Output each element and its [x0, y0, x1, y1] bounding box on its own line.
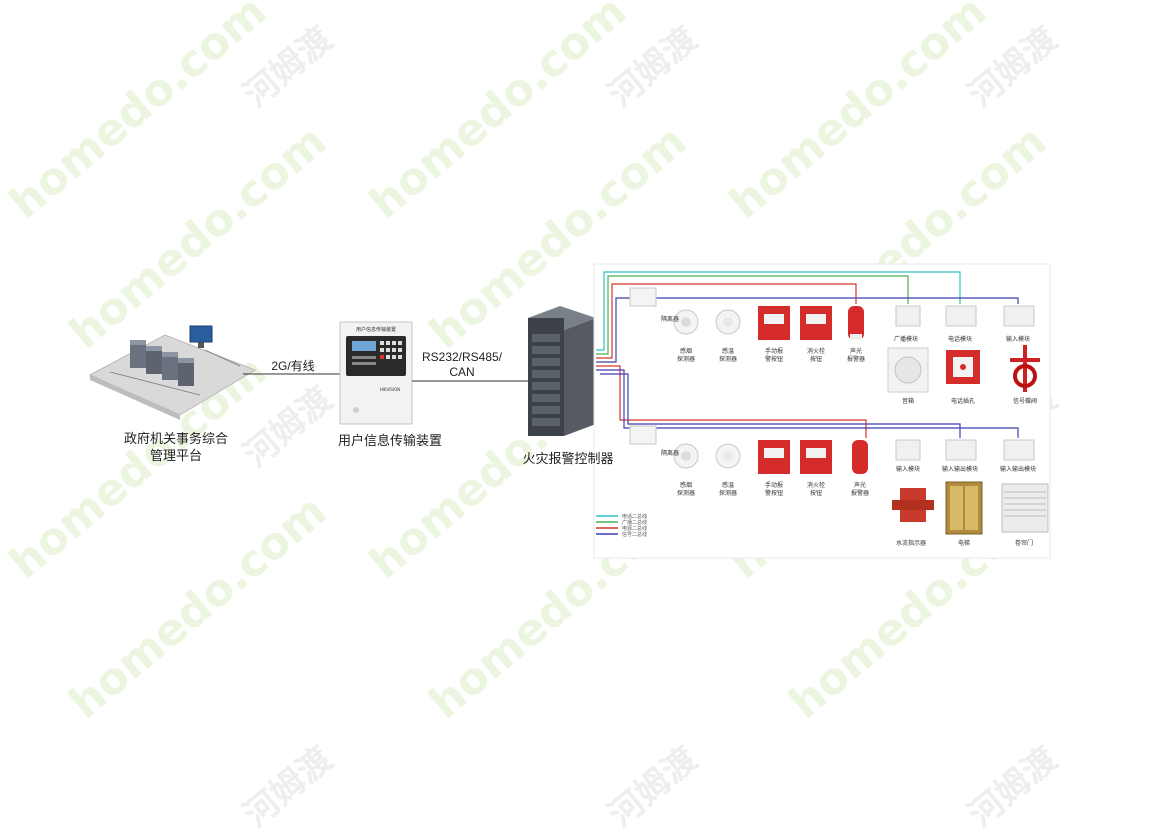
legend-item-3: 信号二总线 — [622, 532, 648, 538]
label-line: 声光 — [853, 482, 866, 489]
bottom-row-devices — [629, 425, 1049, 535]
platform-label: 政府机关事务综合 管理平台 — [96, 430, 256, 464]
label-line: 探测器 — [676, 356, 695, 363]
controller-label: 火灾报警控制器 — [522, 451, 614, 466]
bottom-output-label-0: 水流指示器 — [895, 540, 926, 547]
platform-label-line2: 管理平台 — [149, 448, 202, 463]
label-line: 感烟 — [679, 348, 692, 355]
transmitter-device — [339, 321, 413, 425]
bottom-device-label-4: 声光报警器 — [846, 482, 874, 498]
legend-item-2: 电源二总线 — [622, 526, 648, 532]
label-line: 探测器 — [676, 490, 695, 497]
bottom-device-label-0: 感烟探测器 — [672, 482, 700, 498]
label-line: 感温 — [721, 482, 734, 489]
platform-illustration — [88, 325, 257, 420]
label-line: 报警器 — [850, 490, 869, 497]
legend-item-1: 广播二总线 — [622, 520, 648, 526]
label-line: 按钮 — [809, 490, 822, 497]
bottom-device-label-3: 消火栓按钮 — [802, 482, 830, 498]
bus-lines — [596, 271, 1019, 438]
link2-label-line1: RS232/RS485/ — [421, 350, 503, 364]
label-line: 感烟 — [679, 482, 692, 489]
top-device-label-4: 声光报警器 — [842, 348, 870, 364]
top-module-label-1: 电话模块 — [947, 336, 972, 343]
top-row-devices — [629, 287, 1040, 393]
label-line: 报警器 — [846, 356, 865, 363]
controller-cabinet — [528, 306, 596, 436]
top-module-label-0: 广播模块 — [893, 336, 918, 343]
bottom-module-label-2: 输入输出模块 — [999, 466, 1036, 473]
top-device-label-3: 消火栓按钮 — [802, 348, 830, 364]
isolator-top — [629, 287, 657, 307]
top-output-label-0: 音箱 — [901, 398, 914, 405]
top-module-label-2: 输入模块 — [1005, 336, 1030, 343]
label-line: 按钮 — [809, 356, 822, 363]
top-device-label-2: 手动报警按钮 — [760, 348, 788, 364]
label-line: 声光 — [849, 348, 862, 355]
label-line: 手动报 — [764, 482, 783, 489]
label-line: 消火栓 — [806, 348, 825, 355]
label-line: 探测器 — [718, 356, 737, 363]
link1-label: 2G/有线 — [271, 359, 315, 373]
legend-item-0: 电话二总线 — [622, 514, 648, 520]
transmitter-brand: HIKVISION — [379, 387, 401, 392]
legend-swatches — [596, 515, 618, 535]
top-device-label-1: 感温探测器 — [714, 348, 742, 364]
label-line: 警按钮 — [764, 356, 783, 363]
bottom-output-label-1: 电梯 — [957, 540, 970, 547]
top-output-label-2: 信号蝶阀 — [1012, 398, 1037, 405]
top-output-label-1: 电话插孔 — [950, 398, 975, 405]
label-line: 手动报 — [764, 348, 783, 355]
link2-label-line2: CAN — [449, 365, 475, 379]
platform-label-line1: 政府机关事务综合 — [123, 431, 228, 446]
bottom-device-label-2: 手动报警按钮 — [760, 482, 788, 498]
transmitter-panel-title: 用户信息传输装置 — [355, 327, 396, 333]
label-line: 感温 — [721, 348, 734, 355]
isolator-bottom — [629, 425, 657, 445]
bottom-module-label-1: 输入输出模块 — [941, 466, 978, 473]
isolator-top-label: 隔离器 — [660, 316, 679, 323]
transmitter-label: 用户信息传输装置 — [337, 433, 442, 448]
bottom-module-label-0: 输入模块 — [895, 466, 920, 473]
label-line: 探测器 — [718, 490, 737, 497]
link2-label: RS232/RS485/ CAN — [412, 350, 512, 380]
label-line: 警按钮 — [764, 490, 783, 497]
bottom-device-label-1: 感温探测器 — [714, 482, 742, 498]
bottom-output-label-2: 卷帘门 — [1014, 540, 1033, 547]
label-line: 消火栓 — [806, 482, 825, 489]
top-device-label-0: 感烟探测器 — [672, 348, 700, 364]
isolator-bottom-label: 隔离器 — [660, 450, 679, 457]
